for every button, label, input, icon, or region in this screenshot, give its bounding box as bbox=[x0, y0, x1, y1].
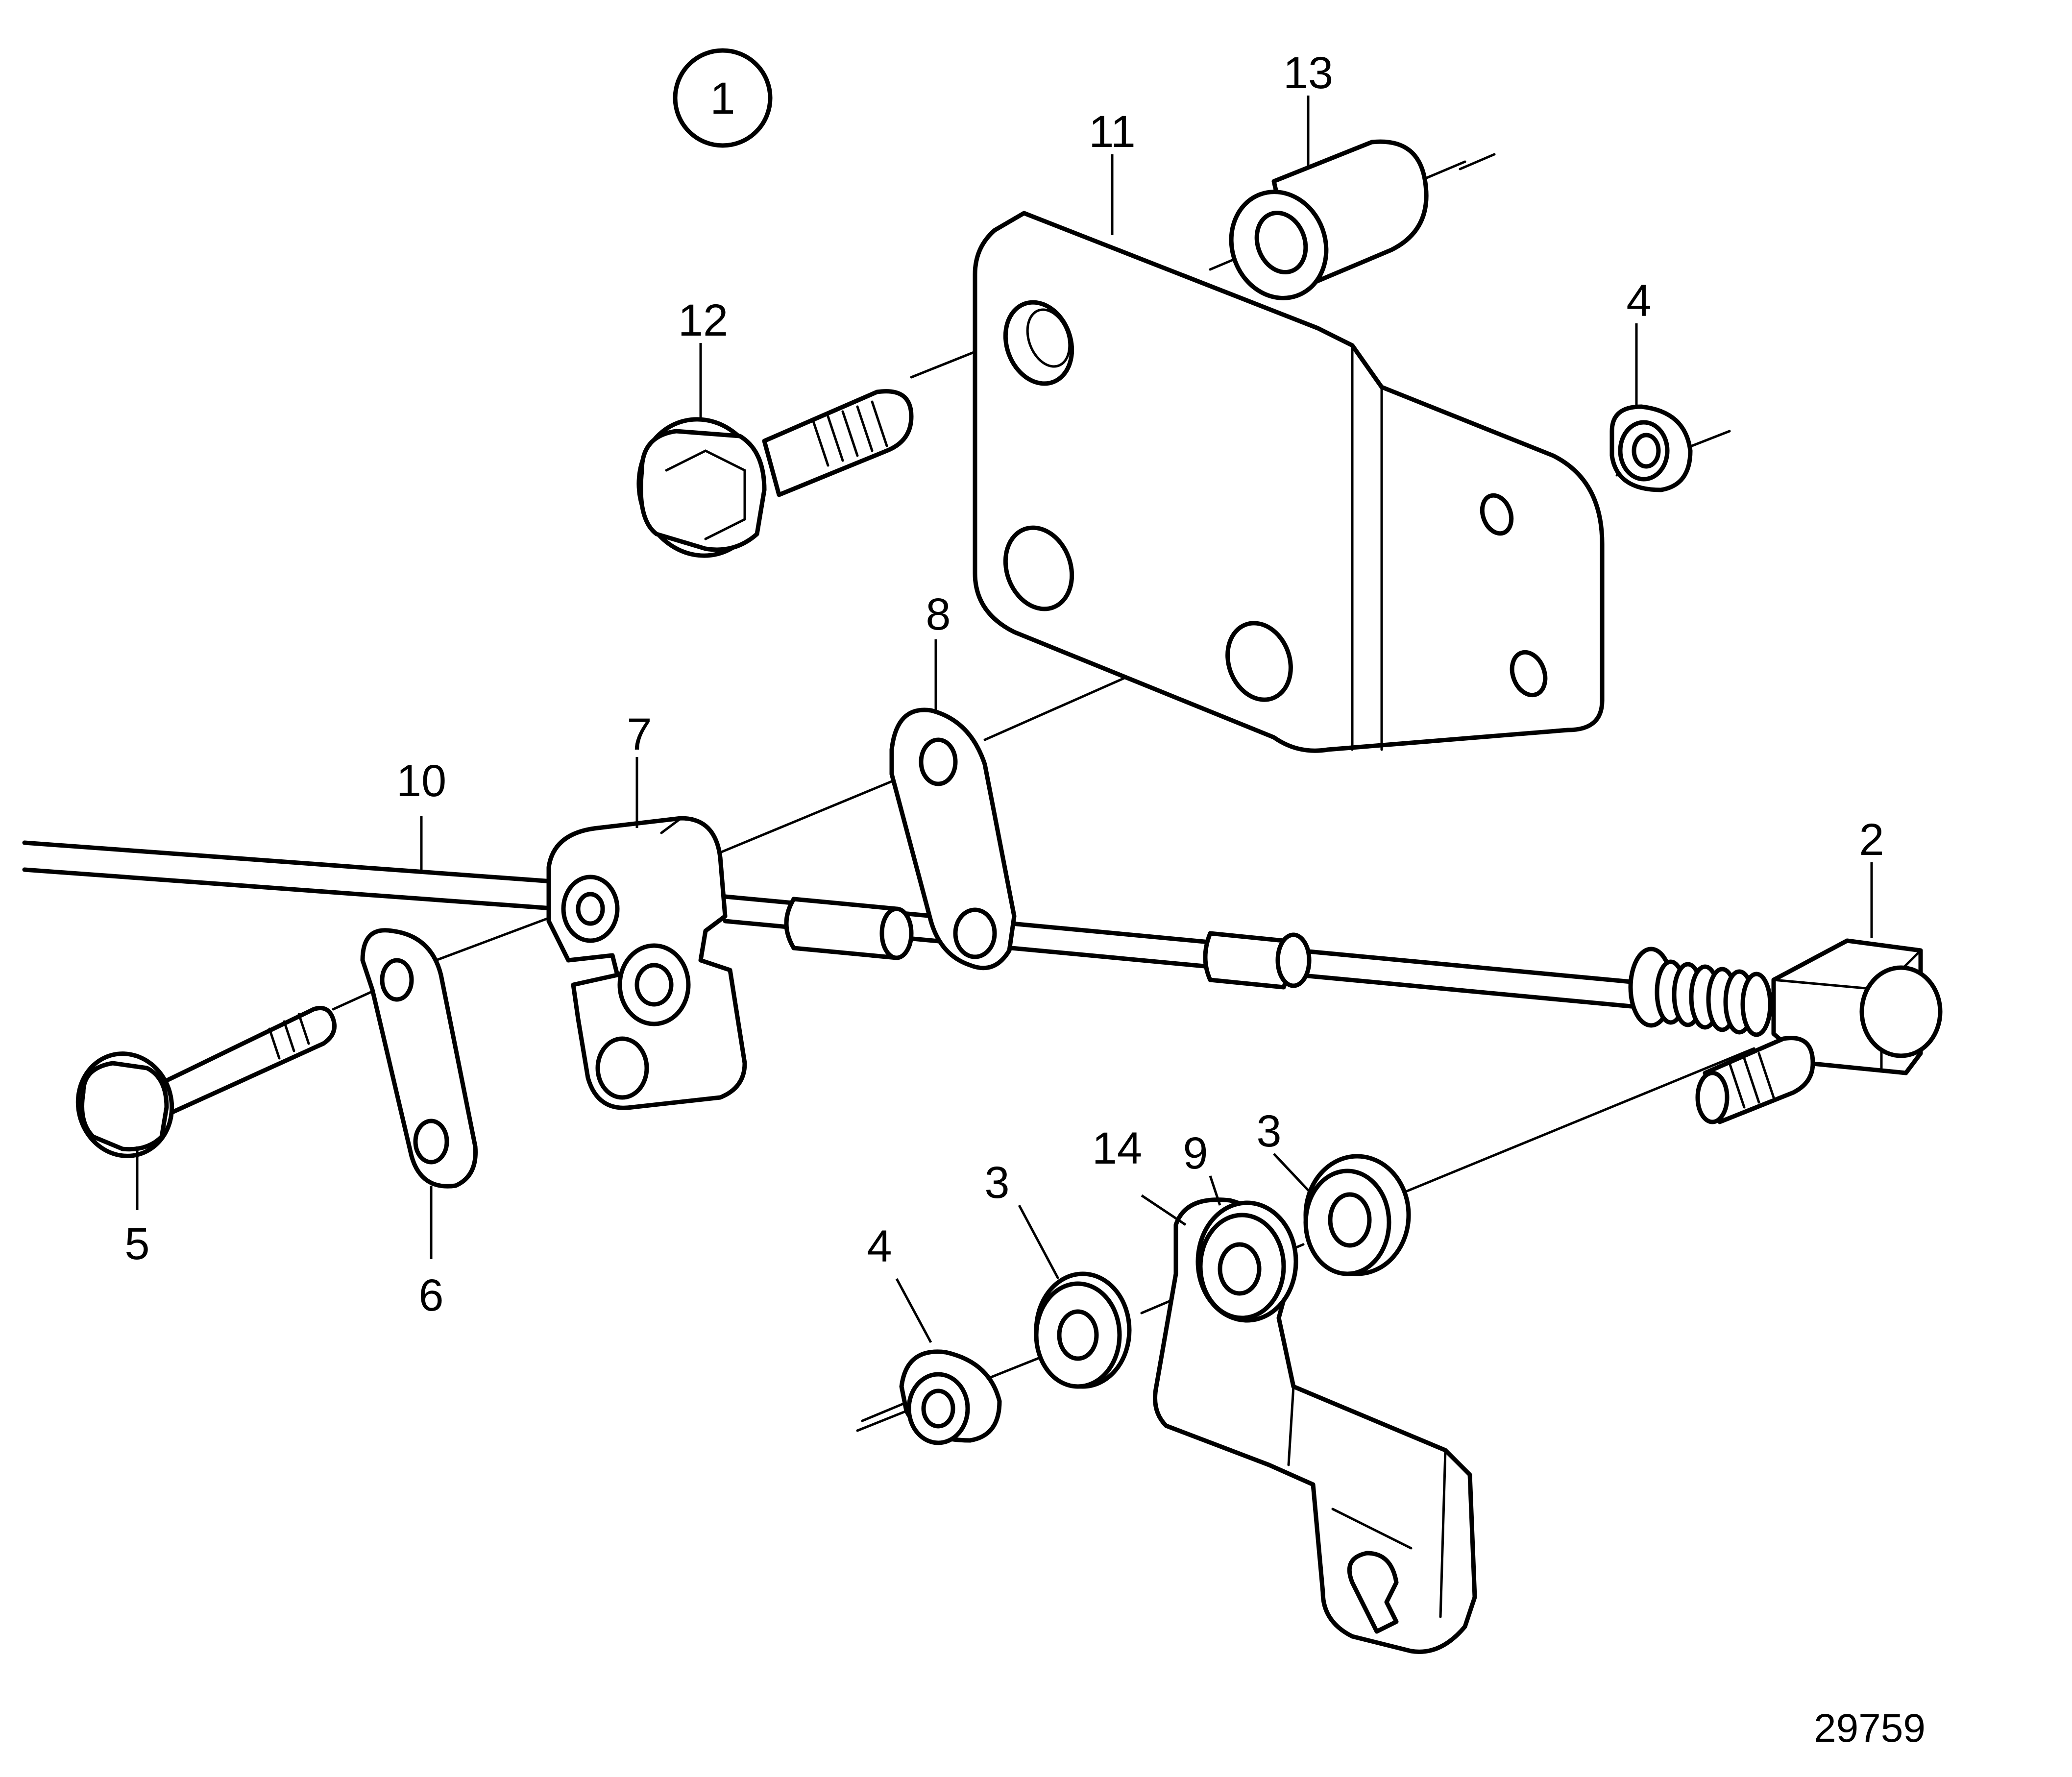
bolt-5 bbox=[75, 1006, 337, 1158]
view-marker-circle bbox=[673, 48, 773, 148]
washer-3-right bbox=[1303, 1154, 1411, 1276]
callout-4-top: 4 bbox=[1626, 276, 1651, 326]
link-8 bbox=[889, 707, 1017, 971]
bushing-14 bbox=[1195, 1200, 1298, 1323]
spacer-13 bbox=[1229, 139, 1429, 300]
callout-leaders bbox=[136, 96, 1873, 1343]
callout-4-bottom: 4 bbox=[867, 1221, 892, 1271]
callout-6: 6 bbox=[418, 1270, 443, 1320]
callout-2: 2 bbox=[1859, 815, 1884, 865]
clamp-7 bbox=[546, 816, 747, 1110]
callout-11: 11 bbox=[1089, 107, 1136, 157]
link-6 bbox=[360, 928, 478, 1189]
nut-4-top bbox=[1609, 404, 1693, 492]
bolt-12 bbox=[636, 389, 914, 558]
cable-10 bbox=[22, 840, 1773, 1037]
nut-4-bottom bbox=[899, 1349, 1002, 1445]
callout-14: 14 bbox=[1092, 1123, 1142, 1173]
washer-3-left bbox=[1034, 1271, 1132, 1389]
view-marker-label: 1 bbox=[710, 73, 735, 123]
callout-7: 7 bbox=[627, 709, 652, 759]
callout-labels: 2 3 3 4 4 5 6 7 8 9 10 11 12 13 14 bbox=[124, 48, 1884, 1320]
callout-3-left: 3 bbox=[984, 1158, 1009, 1208]
bracket-11 bbox=[973, 211, 1605, 753]
drawing-reference-number: 29759 bbox=[1814, 1706, 1926, 1751]
callout-3-right: 3 bbox=[1256, 1106, 1281, 1156]
callout-10: 10 bbox=[396, 756, 446, 806]
callout-12: 12 bbox=[678, 295, 728, 345]
callout-13: 13 bbox=[1283, 48, 1333, 98]
callout-9: 9 bbox=[1183, 1128, 1208, 1178]
rod-end-2 bbox=[1695, 938, 1943, 1124]
callout-8: 8 bbox=[926, 589, 951, 639]
callout-5: 5 bbox=[124, 1219, 149, 1269]
